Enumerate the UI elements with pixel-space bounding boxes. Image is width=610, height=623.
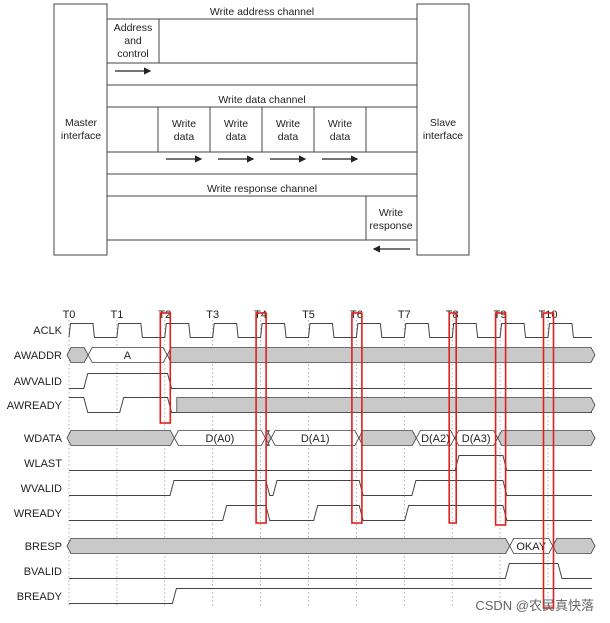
wlast-waveform <box>69 455 592 471</box>
highlight-t4 <box>255 312 267 524</box>
highlight-t9 <box>494 312 507 526</box>
write-response-label: response <box>369 220 412 232</box>
signal-label-awready: AWREADY <box>7 400 63 412</box>
bresp-invalid <box>66 538 511 554</box>
wdata-invalid <box>358 430 417 446</box>
tick-label-t7: T7 <box>398 309 411 321</box>
master-label: interface <box>61 130 101 142</box>
write-data-channel-label: Write data channel <box>218 94 305 106</box>
signal-label-bready: BREADY <box>17 591 63 603</box>
write-data-label: Write <box>172 118 196 130</box>
write-data-label: data <box>226 131 247 143</box>
wdata-value-0: D(A0) <box>206 433 235 445</box>
watermark: CSDN @农民真快落 <box>475 598 594 613</box>
address-control-label: and <box>124 35 142 47</box>
awaddr-value: A <box>124 350 132 362</box>
write-data-label: data <box>278 131 299 143</box>
tick-label-t1: T1 <box>110 309 123 321</box>
awvalid-waveform <box>69 373 592 389</box>
signal-label-bvalid: BVALID <box>24 566 62 578</box>
tick-label-t9: T9 <box>494 309 507 321</box>
signal-label-wready: WREADY <box>14 508 63 520</box>
wvalid-waveform <box>69 480 592 496</box>
write-data-label: data <box>330 131 351 143</box>
slave-interface-box <box>416 3 470 256</box>
tick-label-t0: T0 <box>63 309 76 321</box>
signal-label-wdata: WDATA <box>24 433 63 445</box>
tick-label-t4: T4 <box>254 309 267 321</box>
wdata-value-3: D(A3) <box>462 433 491 445</box>
signal-label-aclk: ACLK <box>33 325 62 337</box>
write-address-channel-label: Write address channel <box>210 6 314 18</box>
tick-label-t10: T10 <box>539 309 558 321</box>
signal-label-wvalid: WVALID <box>21 483 62 495</box>
tick-label-t5: T5 <box>302 309 315 321</box>
address-control-label: Address <box>114 22 153 34</box>
master-interface-box <box>53 3 108 256</box>
signal-label-awaddr: AWADDR <box>14 350 62 362</box>
bresp-invalid <box>552 538 596 554</box>
bresp-value: OKAY <box>516 541 546 553</box>
wdata-value-1: D(A1) <box>301 433 330 445</box>
address-control-label: control <box>117 48 149 60</box>
wdata-invalid <box>497 430 596 446</box>
signal-label-bresp: BRESP <box>25 541 62 553</box>
slave-label: Slave <box>430 117 456 129</box>
slave-label: interface <box>423 130 463 142</box>
tick-label-t3: T3 <box>206 309 219 321</box>
tick-label-t2: T2 <box>158 309 171 321</box>
wdata-invalid <box>66 430 175 446</box>
write-data-label: Write <box>328 118 352 130</box>
master-label: Master <box>65 117 98 129</box>
channel-diagram <box>53 3 470 256</box>
write-response-channel-label: Write response channel <box>207 183 317 195</box>
wready-waveform <box>69 505 592 521</box>
bvalid-waveform <box>69 563 592 579</box>
signal-label-wlast: WLAST <box>24 458 62 470</box>
write-data-label: data <box>174 131 195 143</box>
write-data-label: Write <box>276 118 300 130</box>
awready-invalid <box>176 397 596 413</box>
tick-label-t6: T6 <box>350 309 363 321</box>
wdata-value-2: D(A2) <box>421 433 450 445</box>
write-response-label: Write <box>379 207 403 219</box>
bready-waveform <box>69 588 592 604</box>
highlight-t6 <box>351 312 363 524</box>
highlight-t8 <box>448 312 458 524</box>
aclk-waveform <box>68 323 592 338</box>
highlight-t10 <box>542 312 555 609</box>
write-data-label: Write <box>224 118 248 130</box>
signal-label-awvalid: AWVALID <box>14 376 62 388</box>
awaddr-invalid <box>166 347 596 363</box>
awaddr-invalid <box>66 347 89 363</box>
channel-arrows <box>115 67 410 253</box>
highlight-t2 <box>159 312 172 424</box>
